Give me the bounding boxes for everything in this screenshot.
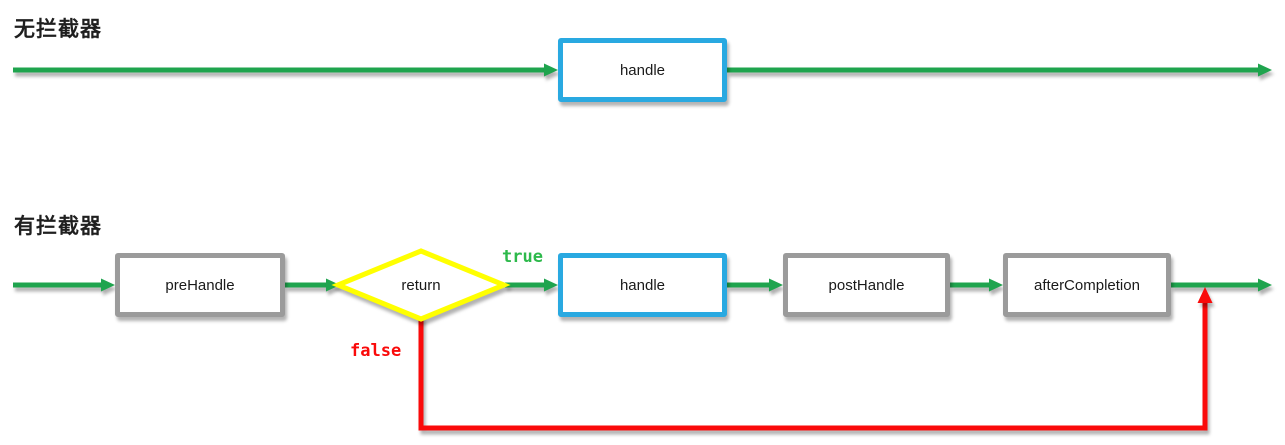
node-handle-with-interceptor: handle [558, 253, 727, 317]
decision-label-return: return [401, 276, 441, 294]
false-branch-path [418, 287, 1213, 431]
with-interceptor-arrows [13, 278, 1272, 292]
label-false: false [350, 341, 402, 361]
arrowhead-into-aftercompletion [989, 278, 1003, 292]
red-arrowhead-up [1197, 287, 1213, 303]
node-aftercompletion: afterCompletion [1003, 253, 1171, 317]
node-handle-no-interceptor: handle [558, 38, 727, 102]
arrowhead-into-handle-bottom [544, 278, 558, 292]
no-interceptor-arrows [13, 63, 1272, 77]
label-true: true [502, 247, 543, 267]
arrowhead-into-handle-top [544, 63, 558, 77]
node-prehandle: preHandle [115, 253, 285, 317]
arrowhead-into-posthandle [769, 278, 783, 292]
arrowhead-response-bottom [1258, 278, 1272, 292]
decision-diamond-return [331, 248, 511, 322]
node-posthandle: postHandle [783, 253, 950, 317]
section-title-no-interceptor: 无拦截器 [14, 18, 102, 41]
arrowhead-response-top [1258, 63, 1272, 77]
arrowhead-into-prehandle [101, 278, 115, 292]
section-title-with-interceptor: 有拦截器 [14, 215, 102, 238]
red-false-line [418, 302, 1208, 431]
